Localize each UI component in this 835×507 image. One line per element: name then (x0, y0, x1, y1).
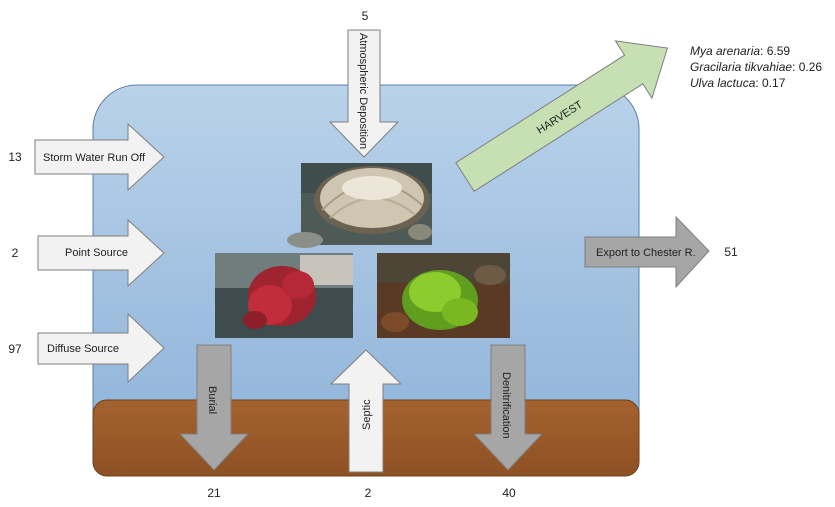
species-value: : 6.59 (760, 44, 791, 58)
storm-water-arrow (34, 122, 165, 192)
denitrification-value: 40 (502, 486, 516, 500)
harvest-arrow (455, 40, 669, 193)
species-value: : 0.26 (792, 60, 823, 74)
species-name: Mya arenaria (690, 44, 761, 58)
septic-label: Septic (361, 399, 373, 430)
diffuse-source-label: Diffuse Source (47, 343, 119, 355)
export-value: 51 (724, 245, 738, 259)
species-value: : 0.17 (755, 76, 786, 90)
harvest-species-item: Gracilaria tikvahiae: 0.26 (690, 59, 822, 75)
storm-water-label: Storm Water Run Off (43, 152, 146, 164)
burial-label: Burial (206, 386, 218, 414)
diffuse-source-arrow (37, 312, 165, 384)
point-source-value: 2 (11, 246, 19, 260)
harvest-species-list: Mya arenaria: 6.59 Gracilaria tikvahiae:… (690, 43, 822, 91)
burial-value: 21 (207, 486, 221, 500)
burial-arrow (178, 344, 250, 471)
species-name: Ulva lactuca (690, 76, 756, 90)
atmospheric-deposition-value: 5 (361, 9, 369, 23)
denitrification-arrow (472, 344, 544, 471)
harvest-species-item: Mya arenaria: 6.59 (690, 43, 822, 59)
atmospheric-deposition-label: Atmospheric Deposition (357, 33, 369, 149)
red-seaweed-photo (215, 253, 353, 338)
clam-photo (287, 163, 432, 248)
harvest-species-item: Ulva lactuca: 0.17 (690, 75, 822, 91)
point-source-arrow (37, 218, 165, 288)
atmospheric-deposition-arrow (328, 29, 400, 158)
diffuse-source-value: 97 (8, 342, 22, 356)
species-name: Gracilaria tikvahiae (690, 60, 793, 74)
septic-value: 2 (364, 486, 372, 500)
point-source-label: Point Source (65, 247, 128, 259)
green-seaweed-photo (377, 253, 510, 338)
storm-water-value: 13 (8, 150, 22, 164)
denitrification-label: Denitrification (500, 372, 512, 439)
export-label: Export to Chester R. (596, 247, 696, 259)
export-arrow (584, 215, 710, 289)
septic-arrow (329, 349, 403, 473)
